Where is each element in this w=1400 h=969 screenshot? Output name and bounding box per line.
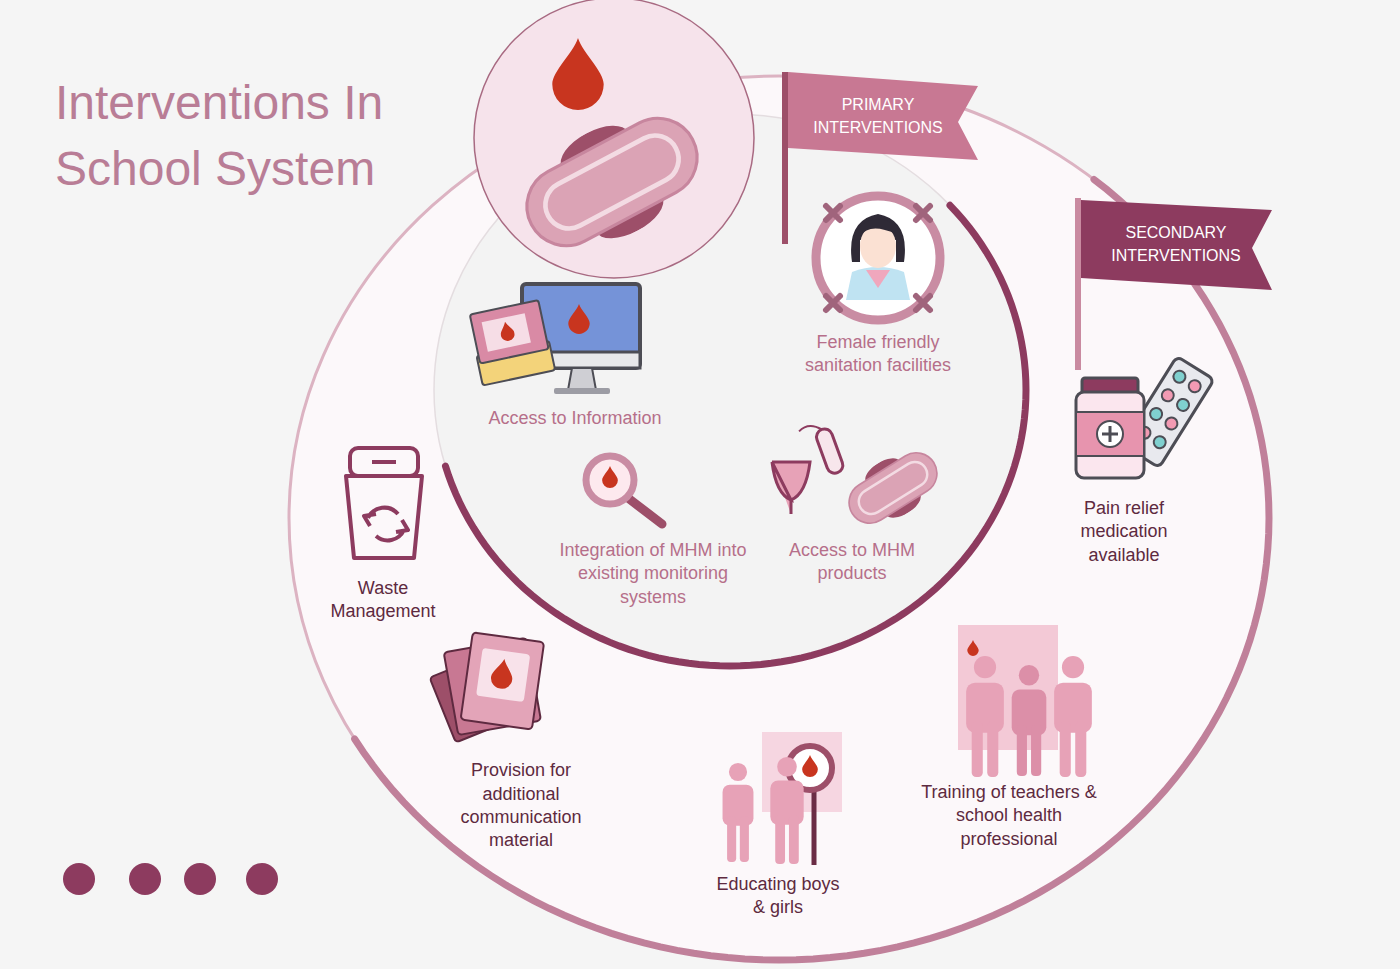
primary-circle: PRIMARY INTERVENTIONS <box>430 110 1030 670</box>
page-title: Interventions In School System <box>55 70 455 202</box>
label-slot: Educating boys & girls <box>710 873 846 920</box>
page-dots <box>63 863 278 895</box>
flag-heading: PRIMARY INTERVENTIONS <box>792 93 964 139</box>
secondary-item-label: Waste Management <box>323 577 443 624</box>
sanitation-icon <box>816 196 940 320</box>
circle-outline <box>430 110 1030 670</box>
flag-slot: SECONDARY INTERVENTIONS <box>1090 221 1262 267</box>
flag-slot: PRIMARY INTERVENTIONS <box>792 93 964 139</box>
secondary-item-label: Training of teachers & school health pro… <box>909 781 1109 851</box>
label-slot: Training of teachers & school health pro… <box>909 781 1109 851</box>
secondary-item-label: Pain relief medication available <box>1054 497 1194 567</box>
label-slot: Pain relief medication available <box>1054 497 1194 567</box>
primary-item-label: Access to Information <box>455 407 695 430</box>
secondary-item-label: Provision for additional communication m… <box>441 759 601 853</box>
title-slot: Interventions In School System <box>55 70 455 202</box>
primary-item-label: Integration of MHM into existing monitor… <box>558 539 748 609</box>
circle-fill <box>289 76 1269 960</box>
label-slot: Integration of MHM into existing monitor… <box>558 539 748 609</box>
label-slot: Access to MHM products <box>767 539 937 586</box>
circle-fill <box>434 114 1026 666</box>
flag-heading: SECONDARY INTERVENTIONS <box>1090 221 1262 267</box>
label-slot: Access to Information <box>455 407 695 430</box>
primary-item-label: Female friendly sanitation facilities <box>778 331 978 378</box>
secondary-item-label: Educating boys & girls <box>710 873 846 920</box>
circle-outline <box>285 72 1273 964</box>
secondary-ring: SECONDARY INTERVENTIONS PRIMARY INTERVENT… <box>285 72 1273 964</box>
label-slot: Female friendly sanitation facilities <box>778 331 978 378</box>
label-slot: Waste Management <box>323 577 443 624</box>
primary-item-label: Access to MHM products <box>767 539 937 586</box>
circle-border-arc <box>445 205 1026 666</box>
label-slot: Provision for additional communication m… <box>441 759 601 853</box>
pad-badge <box>474 0 754 278</box>
